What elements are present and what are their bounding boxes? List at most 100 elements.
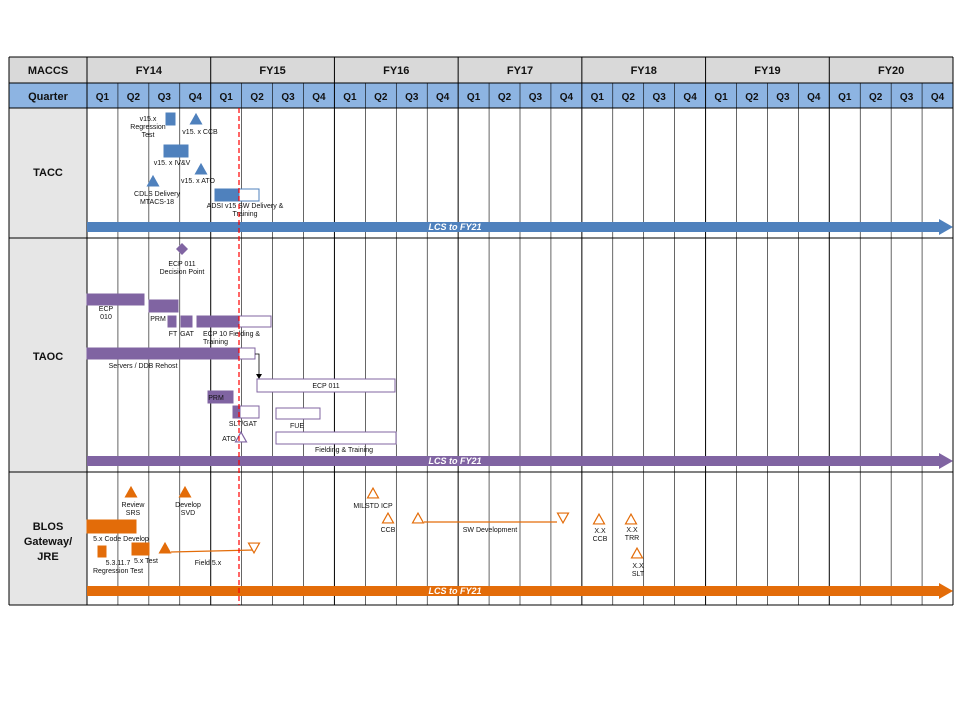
corner-label: MACCS [28, 65, 68, 77]
quarter-FY19-Q4: Q4 [807, 92, 821, 103]
fiscal-year-FY19: FY19 [754, 65, 780, 77]
sw-dev-start-milestone [411, 511, 425, 524]
regression-test-bar [165, 112, 176, 126]
gat-bar [180, 315, 193, 328]
5x-test-bar [131, 542, 150, 556]
label-milstd-icp: MILSTD ICP [353, 503, 393, 510]
xx-slt-milestone [630, 546, 644, 559]
dependency-arrowhead [256, 374, 262, 379]
review-srs-milestone [124, 485, 138, 498]
tacc-lcs-arrow [87, 219, 953, 235]
row-label-bg [9, 472, 87, 605]
label-ivv: v15. x IV&V [154, 160, 191, 167]
ecp011-bar [256, 378, 396, 393]
taoc-lcs-arrow-label: LCS to FY21 [428, 456, 481, 466]
cdls-delivery-milestone [146, 174, 160, 187]
label-code-develop: 5.x Code Develop [93, 536, 149, 543]
quarter-FY18-Q1: Q1 [591, 92, 605, 103]
quarter-FY16-Q3: Q3 [405, 92, 419, 103]
quarter-header-bg [9, 83, 953, 108]
ecp010-bar [86, 293, 145, 306]
prm-bar [148, 299, 179, 313]
quarter-FY17-Q1: Q1 [467, 92, 481, 103]
regression-test-bar [97, 545, 107, 558]
quarter-FY14-Q3: Q3 [158, 92, 172, 103]
fy-header-bg [9, 57, 953, 83]
fiscal-year-FY16: FY16 [383, 65, 409, 77]
taoc-ato-milestone [234, 430, 248, 443]
quarter-FY17-Q2: Q2 [498, 92, 512, 103]
sw-dev-end-milestone [556, 512, 570, 525]
quarter-FY19-Q3: Q3 [776, 92, 790, 103]
quarter-label: Quarter [28, 91, 68, 103]
fue-bar [275, 407, 321, 420]
slt-gat-bar-open [239, 405, 260, 419]
dependency-connector [255, 353, 260, 376]
servers-rehost-bar-open [238, 347, 256, 360]
quarter-FY15-Q2: Q2 [250, 92, 264, 103]
quarter-FY20-Q4: Q4 [931, 92, 945, 103]
quarter-FY14-Q2: Q2 [127, 92, 141, 103]
row-label-bg [9, 108, 87, 238]
ecp011-decision-diamond [176, 243, 188, 255]
prm2-bar [207, 390, 234, 404]
label-prm: PRM [150, 316, 166, 323]
code-develop-bar [86, 519, 137, 534]
quarter-FY15-Q3: Q3 [281, 92, 295, 103]
label-field-5x: Field 5.x [195, 560, 222, 567]
quarter-FY14-Q1: Q1 [96, 92, 110, 103]
label-taoc-ato: ATO [222, 436, 236, 443]
field-5x-connector [170, 549, 255, 553]
quarter-FY15-Q4: Q4 [312, 92, 326, 103]
quarter-FY16-Q2: Q2 [374, 92, 388, 103]
label-fielding-training: Fielding & Training [315, 447, 373, 454]
fielding-training-bar [275, 431, 397, 445]
adsi-delivery-bar-open [238, 188, 260, 202]
label-slt-gat: SLT/GAT [229, 421, 258, 428]
label-ft: FT [169, 331, 178, 338]
ccb-milestone [189, 112, 203, 125]
quarter-FY18-Q3: Q3 [653, 92, 667, 103]
row-label-0: TACC [33, 167, 63, 179]
quarter-FY17-Q4: Q4 [560, 92, 574, 103]
blos-lcs-arrow [87, 583, 953, 599]
quarter-FY14-Q4: Q4 [189, 92, 203, 103]
label-ccb-blos: CCB [381, 527, 396, 534]
milstd-icp-milestone [366, 486, 380, 499]
label-ato: v15. x ATO [181, 178, 216, 185]
ccb-blos-milestone [381, 511, 395, 524]
label-sw-development: SW Development [463, 527, 518, 534]
label-adsi-delivery: ADSI v15 SW Delivery &Training [207, 203, 284, 218]
quarter-FY16-Q4: Q4 [436, 92, 450, 103]
quarter-FY19-Q2: Q2 [745, 92, 759, 103]
quarter-FY20-Q2: Q2 [869, 92, 883, 103]
ato-milestone [194, 162, 208, 175]
label-ecp011: ECP 011 [312, 383, 339, 390]
quarter-FY18-Q4: Q4 [683, 92, 697, 103]
fiscal-year-FY15: FY15 [259, 65, 285, 77]
field-5x-milestone [247, 542, 261, 555]
tacc-lcs-arrow-label: LCS to FY21 [428, 222, 481, 232]
5x-test-milestone [158, 541, 172, 554]
row-label-bg [9, 238, 87, 472]
fiscal-year-FY14: FY14 [136, 65, 163, 77]
quarter-FY20-Q3: Q3 [900, 92, 914, 103]
ft-bar [167, 315, 177, 328]
fiscal-year-FY17: FY17 [507, 65, 533, 77]
develop-svd-milestone [178, 485, 192, 498]
quarter-FY17-Q3: Q3 [529, 92, 543, 103]
ecp10-fielding-bar-filled [196, 315, 240, 328]
xx-trr-milestone [624, 512, 638, 525]
blos-lcs-arrow-label: LCS to FY21 [428, 586, 481, 596]
